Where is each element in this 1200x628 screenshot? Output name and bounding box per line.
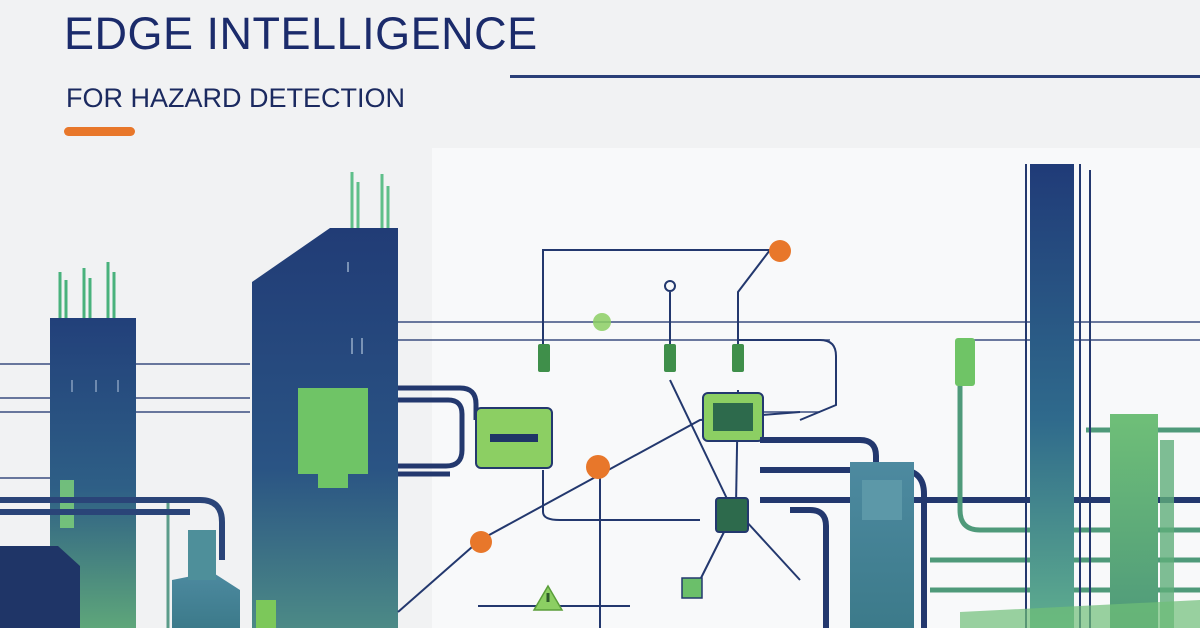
alert-points xyxy=(470,240,791,553)
left-pipes xyxy=(0,497,225,560)
horizontal-lines xyxy=(0,321,1200,479)
header-rule xyxy=(510,75,1200,78)
main-tower xyxy=(252,172,398,628)
warning-triangle-icon xyxy=(532,584,564,611)
sensor-node-icon xyxy=(955,338,975,386)
sensor-node-icon xyxy=(475,407,553,469)
status-dot xyxy=(593,313,611,331)
sensor-node-icon xyxy=(715,497,749,533)
tower-pipes xyxy=(398,385,479,477)
accent-bar xyxy=(64,127,135,136)
sensor-node-icon xyxy=(681,577,703,599)
sensor-node-icon xyxy=(298,388,368,474)
coil-connectors xyxy=(538,344,744,372)
small-tank xyxy=(166,500,240,628)
sensor-node-icon xyxy=(702,392,764,442)
left-building xyxy=(0,546,80,628)
antenna-icon xyxy=(58,262,116,318)
right-tower xyxy=(1025,164,1091,628)
green-tower xyxy=(1110,414,1158,628)
page-title: EDGE INTELLIGENCE xyxy=(64,8,538,59)
page-subtitle: FOR HAZARD DETECTION xyxy=(66,83,406,113)
antenna-icon xyxy=(350,172,390,228)
title-block: EDGE INTELLIGENCE FOR HAZARD DETECTION xyxy=(64,6,538,114)
left-tower xyxy=(50,262,136,628)
